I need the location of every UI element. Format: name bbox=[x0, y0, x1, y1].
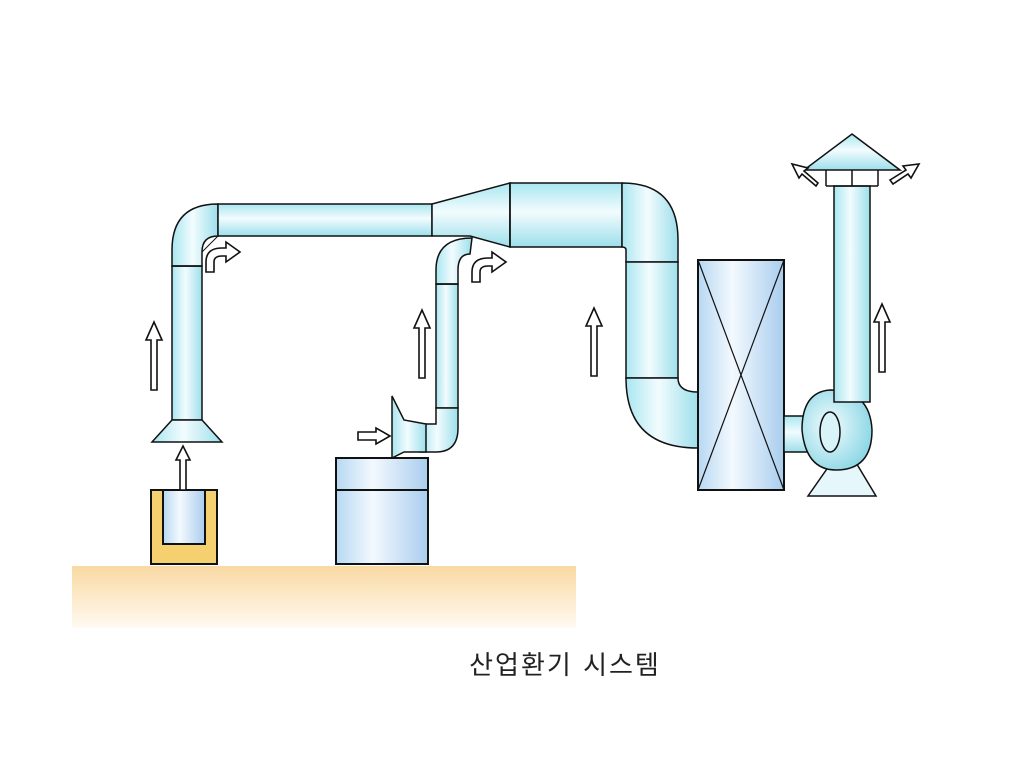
flow-arrow-curve-icon bbox=[471, 250, 508, 283]
flow-arrow-out-left-icon bbox=[790, 162, 820, 188]
flow-arrow-right-icon bbox=[357, 426, 392, 446]
floor bbox=[72, 566, 576, 628]
air-cleaner bbox=[697, 259, 785, 491]
diagram-caption: 산업환기 시스템 bbox=[469, 651, 661, 681]
main-duct bbox=[431, 182, 699, 449]
capture-hood bbox=[150, 419, 224, 443]
flow-arrow-curve-icon bbox=[205, 240, 242, 273]
flow-arrow-up-icon bbox=[412, 308, 432, 379]
exhaust-stack bbox=[833, 185, 871, 403]
source-container bbox=[150, 489, 218, 565]
flow-arrow-out-right-icon bbox=[888, 163, 921, 186]
tank-lateral-hood bbox=[391, 395, 427, 460]
source-tank bbox=[335, 457, 429, 565]
flow-arrow-up-icon bbox=[584, 306, 604, 377]
fan bbox=[801, 389, 878, 497]
flow-arrow-up-icon bbox=[872, 302, 892, 373]
flow-arrow-up-icon bbox=[174, 444, 192, 491]
weather-cap bbox=[801, 133, 903, 187]
tank-duct-branch bbox=[419, 237, 473, 453]
flow-arrow-up-icon bbox=[144, 320, 164, 391]
left-duct-branch bbox=[171, 203, 433, 421]
